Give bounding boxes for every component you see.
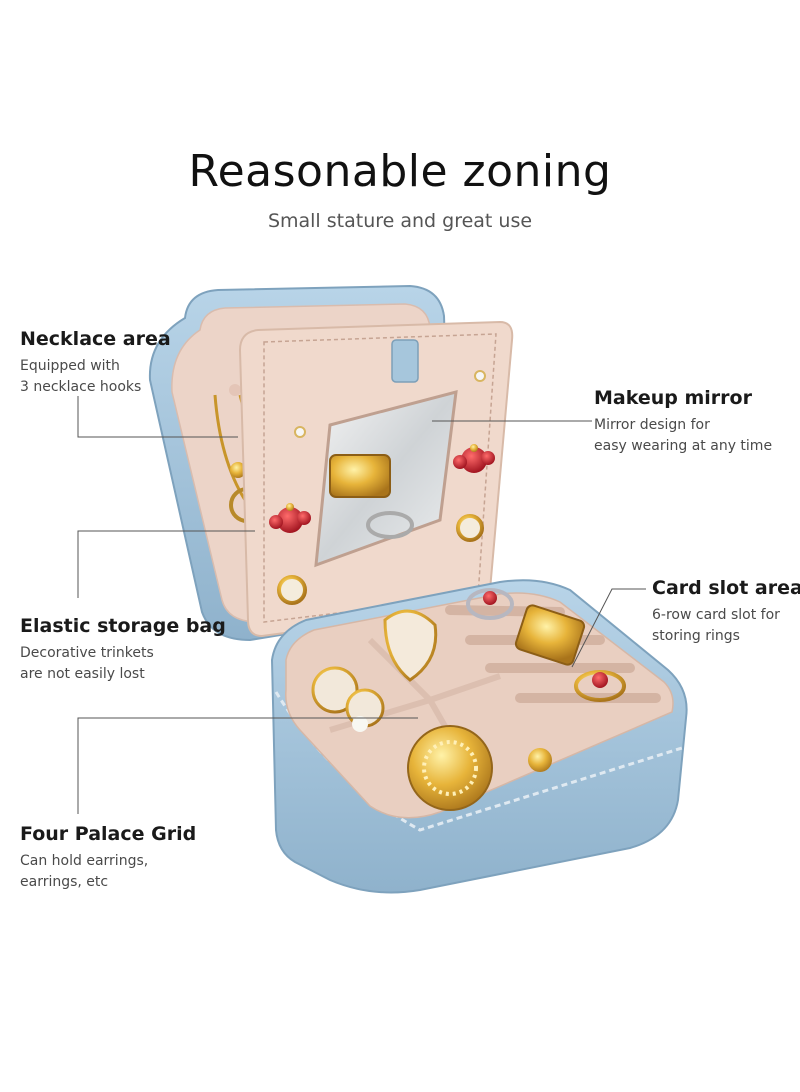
callout-line: earrings, etc: [20, 874, 109, 890]
necklace-callout-line: [77, 396, 238, 438]
callout-description: Equipped with 3 necklace hooks: [20, 356, 171, 398]
callout-description: Can hold earrings, earrings, etc: [20, 851, 196, 893]
callout-heading: Card slot area: [652, 577, 800, 599]
callout-line: 6-row card slot for: [652, 607, 780, 623]
base: [270, 579, 688, 894]
callout-line: easy wearing at any time: [594, 438, 773, 454]
mirror-panel: [238, 320, 514, 638]
callout-line: storing rings: [652, 628, 740, 644]
elastic-callout-line: [77, 530, 255, 598]
callout-heading: Four Palace Grid: [20, 823, 197, 845]
callout-heading: Makeup mirror: [594, 387, 752, 409]
grid-callout-line: [77, 717, 418, 814]
callout-four-palace-grid: Four Palace Grid Can hold earrings, earr…: [20, 823, 196, 893]
callout-lines: [77, 396, 646, 814]
callout-line: 3 necklace hooks: [20, 379, 142, 395]
page-title: Reasonable zoning: [188, 146, 612, 197]
callout-card-slot-area: Card slot area 6-row card slot for stori…: [652, 577, 800, 647]
callout-necklace-area: Necklace area Equipped with 3 necklace h…: [20, 328, 171, 398]
callout-makeup-mirror: Makeup mirror Mirror design for easy wea…: [594, 387, 772, 457]
callout-line: Equipped with: [20, 358, 120, 374]
callout-heading: Elastic storage bag: [20, 615, 226, 637]
callout-line: Decorative trinkets: [20, 645, 154, 661]
card-callout-line: [571, 588, 646, 668]
callout-elastic-storage-bag: Elastic storage bag Decorative trinkets …: [20, 615, 226, 685]
callout-line: Can hold earrings,: [20, 853, 149, 869]
callout-heading: Necklace area: [20, 328, 171, 350]
callout-line: are not easily lost: [20, 666, 145, 682]
callout-description: 6-row card slot for storing rings: [652, 605, 800, 647]
callout-description: Mirror design for easy wearing at any ti…: [594, 415, 772, 457]
callout-description: Decorative trinkets are not easily lost: [20, 643, 226, 685]
callout-line: Mirror design for: [594, 417, 710, 433]
page-subtitle: Small stature and great use: [267, 210, 533, 232]
